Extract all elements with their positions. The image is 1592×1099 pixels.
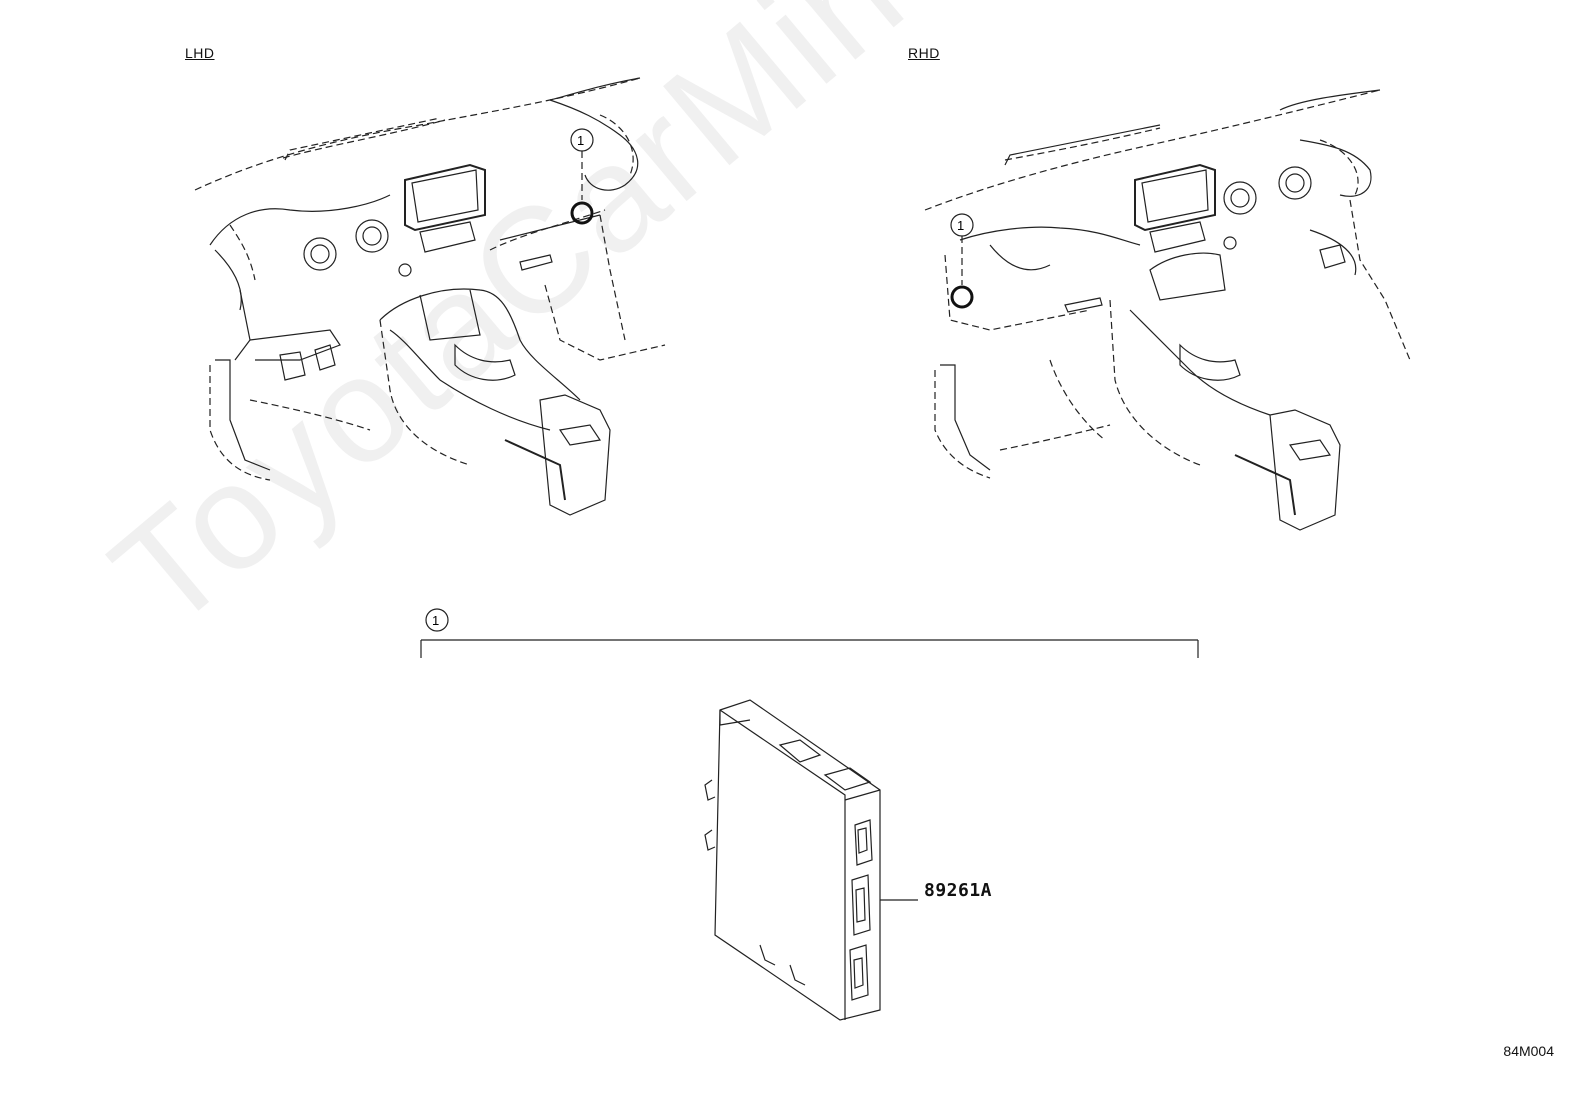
lhd-location-marker [570,201,594,225]
lhd-label: LHD [185,45,215,61]
detail-callout-number: 1 [432,613,439,628]
lhd-dashboard-lines: 1 [194,77,666,516]
part-number-label: 89261A [924,880,993,901]
rhd-callout-number: 1 [957,218,964,233]
illustration-code: 84M004 [1503,1043,1554,1059]
rhd-label: RHD [908,45,940,61]
detail-bracket: 1 [420,608,1199,658]
rhd-location-marker [950,285,974,309]
rhd-dashboard-lines: 1 [924,89,1411,531]
lhd-callout-number: 1 [577,133,584,148]
ecu-module [704,699,918,1021]
